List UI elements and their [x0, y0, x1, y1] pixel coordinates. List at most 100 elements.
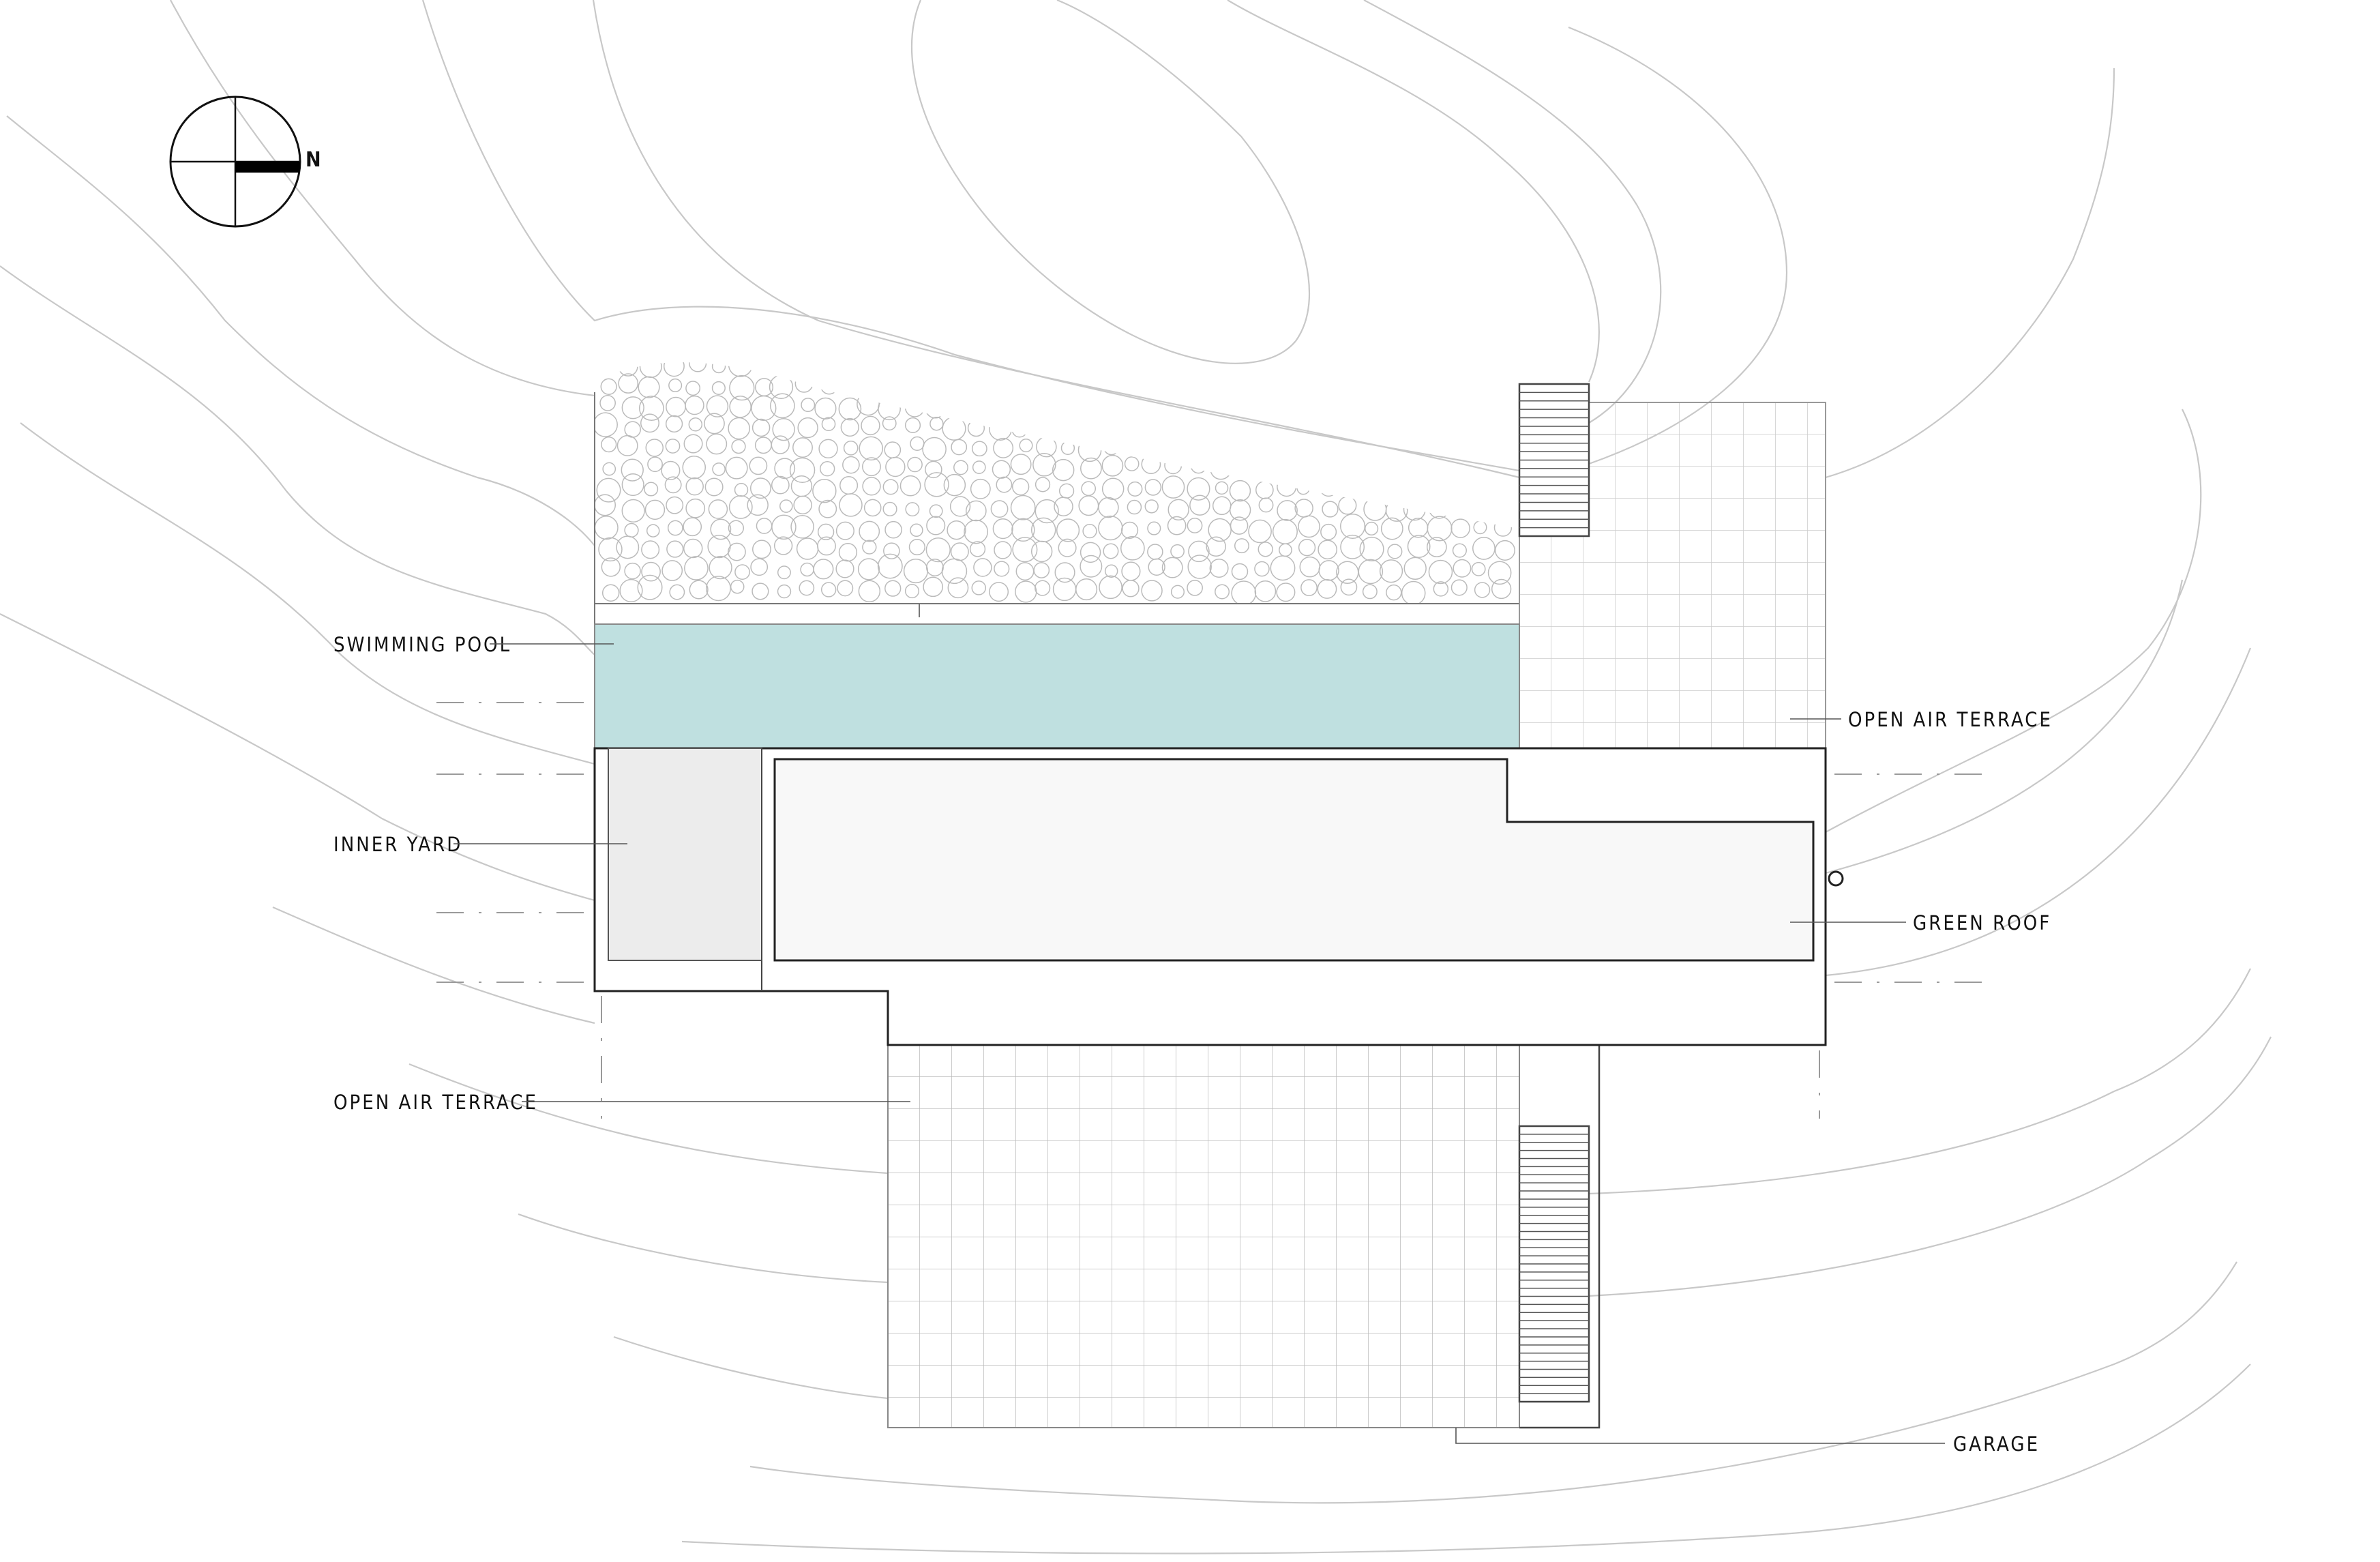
pebble: [1167, 499, 1189, 520]
column-marker: [1828, 870, 1844, 887]
pebble: [668, 378, 683, 393]
pebble: [1319, 456, 1344, 482]
pebble: [1212, 496, 1232, 516]
pebble: [818, 439, 838, 459]
pebble: [1426, 537, 1447, 557]
pebble: [990, 372, 1012, 394]
pebble: [790, 475, 813, 497]
pebble: [842, 456, 860, 474]
pebble: [1010, 454, 1032, 475]
pebble: [1206, 536, 1226, 557]
pebble: [1056, 518, 1080, 542]
pebble: [598, 537, 623, 562]
pebble: [814, 397, 837, 419]
pebble: [1208, 518, 1232, 542]
pebble: [1427, 474, 1453, 499]
pebble: [817, 536, 836, 556]
pebble: [794, 374, 814, 393]
pebble: [1011, 422, 1028, 438]
pebble: [1039, 419, 1053, 433]
pebble: [1363, 417, 1382, 435]
pebble: [752, 583, 769, 600]
pebble: [1248, 519, 1272, 544]
pebble: [970, 397, 987, 413]
pebble: [990, 500, 1009, 518]
pebble: [1427, 374, 1444, 391]
pebble: [966, 362, 991, 379]
pebble: [792, 437, 813, 458]
pebble: [1235, 456, 1252, 474]
pebble: [1058, 483, 1075, 499]
pebble: [969, 541, 986, 557]
pebble: [973, 558, 992, 577]
pebble: [904, 583, 920, 599]
pebble: [908, 538, 925, 556]
label-inner-yard: INNER YARD: [333, 833, 462, 856]
pebble: [669, 584, 685, 600]
pebble: [1144, 479, 1162, 496]
pebble: [1365, 478, 1380, 492]
pebble: [1275, 394, 1296, 415]
pebble: [838, 543, 858, 562]
pebble: [1471, 477, 1485, 492]
pebble: [1272, 518, 1298, 544]
pebble: [882, 416, 897, 431]
pebble: [665, 415, 683, 433]
pebble: [903, 559, 929, 584]
pebble: [1408, 518, 1429, 538]
pebble: [1164, 456, 1182, 475]
pebble: [624, 562, 641, 580]
pebble: [1187, 579, 1203, 596]
pebble: [929, 504, 943, 518]
pebble: [1322, 362, 1340, 375]
pebble: [645, 439, 664, 457]
pebble: [644, 482, 659, 497]
pebble: [1146, 377, 1168, 399]
pebble: [1340, 534, 1365, 559]
pebble: [596, 362, 614, 377]
pebble: [1014, 394, 1037, 416]
pebble: [1101, 477, 1125, 501]
pebble: [616, 535, 640, 559]
topographic-contours: [0, 0, 2272, 1554]
pebble: [704, 477, 724, 497]
pebble: [749, 477, 771, 499]
pebble: [1407, 477, 1430, 501]
pebble: [1258, 542, 1273, 557]
pebble: [972, 460, 986, 474]
pebble: [775, 362, 797, 377]
pebble: [730, 579, 745, 594]
pebble: [1161, 475, 1185, 499]
pebble: [1035, 580, 1051, 596]
pebble: [1053, 417, 1076, 440]
pebble: [1363, 457, 1384, 479]
pebble: [835, 559, 854, 578]
pebble: [666, 540, 684, 558]
pebble: [641, 540, 660, 559]
pebble: [1298, 539, 1316, 557]
pebble: [638, 376, 660, 398]
pebble: [1406, 398, 1425, 417]
pebble: [602, 462, 616, 476]
pebble: [925, 460, 942, 479]
pebble: [1403, 372, 1424, 394]
pebble: [1255, 480, 1274, 499]
pebble: [1123, 437, 1143, 457]
pebble: [1358, 559, 1384, 585]
pebble: [812, 478, 837, 503]
pebble: [797, 417, 818, 439]
pebble: [947, 577, 969, 599]
pebble: [1189, 495, 1210, 516]
pebble: [663, 362, 685, 377]
pebble: [1345, 420, 1361, 437]
label-open-air-terrace-right: OPEN AIR TERRACE: [1848, 708, 2053, 731]
pebble: [925, 559, 944, 576]
pebble: [601, 557, 621, 577]
pebble: [601, 436, 617, 453]
pebble: [1032, 453, 1056, 477]
pebble: [1167, 370, 1191, 394]
pebble: [1103, 543, 1119, 559]
pebble: [1163, 362, 1187, 376]
pebble: [1256, 396, 1271, 411]
green-roof: [773, 758, 1815, 962]
